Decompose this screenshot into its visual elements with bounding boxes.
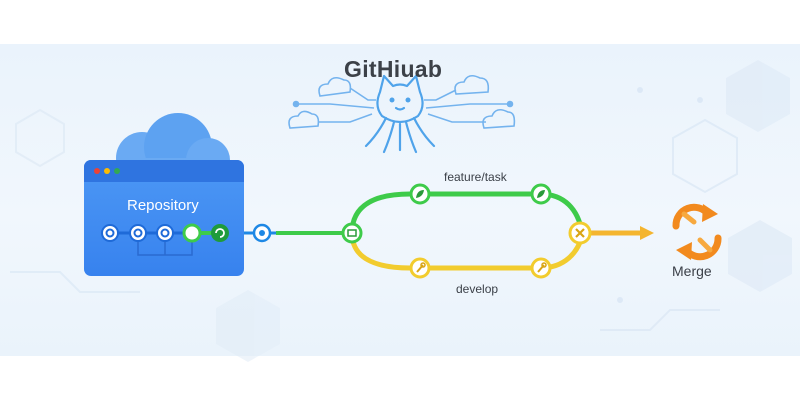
- brand-title: GitHiuab: [344, 56, 443, 82]
- merge-arrow-head: [640, 226, 654, 240]
- leaf-icon[interactable]: [409, 183, 431, 205]
- repository-title: Repository: [127, 197, 199, 214]
- octocat-icon: [364, 74, 436, 154]
- gear-icon[interactable]: [101, 224, 119, 242]
- feature-branch-label: feature/task: [444, 170, 507, 184]
- background-decoration: [10, 60, 792, 362]
- repository-window[interactable]: [84, 160, 244, 276]
- branch-start-node[interactable]: [252, 223, 272, 243]
- cloud-circuit-right: [424, 74, 516, 129]
- circle-icon[interactable]: [182, 223, 202, 243]
- gear-icon[interactable]: [129, 224, 147, 242]
- sync-arrows-icon[interactable]: [672, 203, 722, 261]
- develop-branch-label: develop: [456, 282, 499, 296]
- window-close-dot[interactable]: [94, 168, 100, 174]
- window-maximize-dot[interactable]: [114, 168, 120, 174]
- gear-icon[interactable]: [156, 224, 174, 242]
- branch-icon[interactable]: [341, 222, 363, 244]
- leaf-icon[interactable]: [530, 183, 552, 205]
- wrench-icon[interactable]: [409, 257, 431, 279]
- cross-icon[interactable]: [568, 221, 592, 245]
- merge-label: Merge: [672, 263, 712, 279]
- wrench-icon[interactable]: [530, 257, 552, 279]
- window-minimize-dot[interactable]: [104, 168, 110, 174]
- cloud-circuit-left: [288, 76, 376, 129]
- refresh-icon[interactable]: [211, 224, 229, 242]
